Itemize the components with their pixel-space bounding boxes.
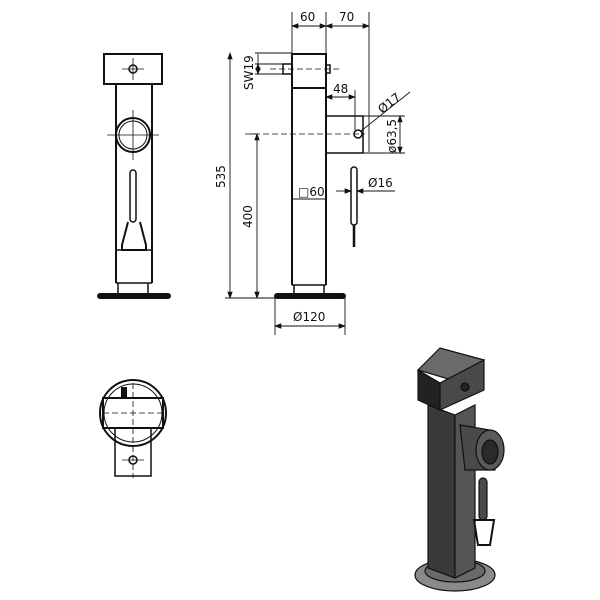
dim-foot-120: Ø120: [293, 310, 325, 324]
dim-48: 48: [333, 82, 348, 96]
dim-sw19: SW19: [242, 55, 256, 90]
dim-60: 60: [300, 10, 315, 24]
dim-70: 70: [339, 10, 354, 24]
dim-square-60: □60: [298, 185, 325, 199]
isometric-render: [414, 347, 505, 592]
dim-535: 535: [214, 165, 228, 188]
dim-400: 400: [241, 205, 255, 228]
dim-pin-16: Ø16: [368, 176, 393, 190]
dim-hole-17: Ø17: [375, 90, 403, 116]
side-view: [245, 53, 365, 299]
front-view: [97, 53, 171, 299]
dimension-lines: [225, 12, 411, 335]
top-view: [99, 379, 167, 478]
dim-tube-63: ø63,5: [385, 119, 399, 153]
